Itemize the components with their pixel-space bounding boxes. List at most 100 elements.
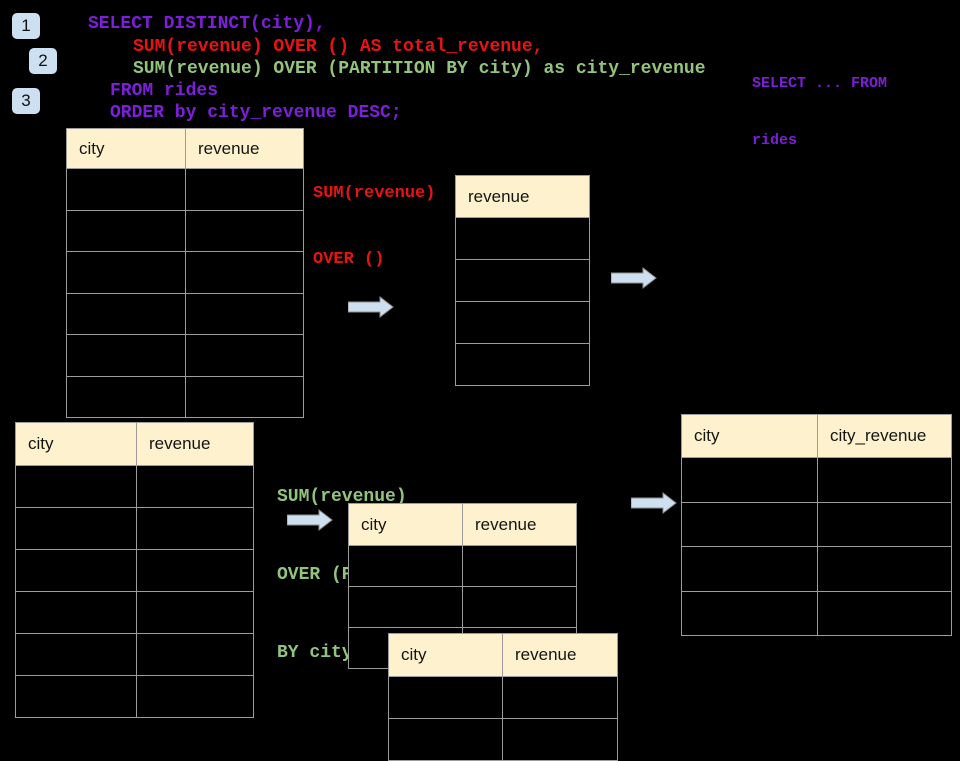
table-cell: [455, 259, 590, 302]
step-badge-2: 2: [29, 48, 57, 74]
column-header-revenue: revenue: [502, 633, 618, 677]
badge-label: 3: [21, 91, 31, 110]
badge-label: 1: [21, 16, 31, 35]
table-row: [66, 292, 304, 335]
table-row: [15, 549, 254, 592]
table-cell: [66, 375, 186, 418]
table-cell: [136, 591, 254, 634]
table-row: [348, 586, 577, 628]
table-cell: [817, 590, 952, 636]
table-cell: [136, 549, 254, 592]
table-cell: [681, 546, 818, 592]
table-source-top: city revenue: [66, 128, 304, 418]
table-cell: [15, 465, 137, 508]
table-cell: [66, 292, 186, 335]
column-header-city: city: [388, 633, 503, 677]
arrow-right-icon: [611, 267, 657, 289]
badge-label: 2: [38, 51, 48, 70]
table-cell: [348, 586, 463, 628]
column-header-city: city: [681, 414, 818, 458]
table-row: [15, 591, 254, 634]
side-note: SELECT ... FROM rides: [752, 36, 887, 169]
table-cell: [15, 591, 137, 634]
table-row: [388, 718, 618, 761]
table-cell: [462, 545, 577, 587]
table-cell: [185, 251, 304, 294]
table-cell: [388, 676, 503, 719]
table-cell: [455, 343, 590, 386]
table-cell: [185, 209, 304, 252]
table-partition-front: city revenue: [388, 633, 618, 761]
table-result-city-revenue: city city_revenue: [681, 414, 952, 636]
table-partition-back: city revenue: [348, 503, 577, 669]
table-row: [681, 457, 952, 503]
table-cell: [817, 457, 952, 503]
table-cell: [136, 507, 254, 550]
table-cell: [15, 549, 137, 592]
sql-line-order-by: ORDER by city_revenue DESC;: [110, 103, 402, 123]
column-header-revenue: revenue: [455, 175, 590, 218]
table-row: [455, 343, 590, 386]
table-total-revenue: revenue: [455, 175, 590, 386]
table-cell: [185, 168, 304, 211]
sql-line-from: FROM rides: [110, 81, 219, 101]
table-cell: [185, 334, 304, 377]
table-cell: [15, 675, 137, 718]
table-row: [66, 334, 304, 377]
column-header-city: city: [348, 503, 463, 546]
column-header-city-revenue: city_revenue: [817, 414, 952, 458]
step-badge-3: 3: [12, 88, 40, 114]
arrow-right-icon: [348, 296, 394, 318]
sql-line-total-revenue: SUM(revenue) OVER () AS total_revenue,: [133, 37, 544, 57]
table-row: [348, 545, 577, 587]
table-cell: [455, 301, 590, 344]
table-cell: [455, 217, 590, 260]
table-cell: [15, 507, 137, 550]
table-source-bottom: city revenue: [15, 422, 254, 718]
table-cell: [185, 375, 304, 418]
annotation-line: OVER (): [313, 250, 385, 269]
sql-line-select: SELECT DISTINCT(city),: [88, 14, 326, 34]
annotation-total-revenue: SUM(revenue) OVER (): [313, 139, 435, 293]
slide-canvas: { "colors": { "background": "#000000", "…: [12, 13, 952, 761]
table-cell: [817, 546, 952, 592]
table-cell: [136, 675, 254, 718]
table-row: [66, 251, 304, 294]
step-badge-1: 1: [12, 13, 40, 39]
column-header-revenue: revenue: [185, 128, 304, 169]
side-note-line: rides: [752, 132, 798, 149]
table-row: [66, 209, 304, 252]
table-cell: [15, 633, 137, 676]
table-cell: [502, 676, 618, 719]
table-row: [681, 501, 952, 547]
table-cell: [681, 457, 818, 503]
table-cell: [136, 633, 254, 676]
table-row: [455, 259, 590, 302]
table-row: [388, 676, 618, 719]
table-cell: [502, 718, 618, 761]
table-cell: [136, 465, 254, 508]
side-note-line: SELECT ... FROM: [752, 75, 888, 92]
column-header-revenue: revenue: [136, 422, 254, 466]
arrow-right-icon: [631, 492, 677, 514]
table-row: [681, 546, 952, 592]
table-row: [15, 675, 254, 718]
table-cell: [66, 209, 186, 252]
table-row: [681, 590, 952, 636]
table-cell: [185, 292, 304, 335]
table-row: [455, 301, 590, 344]
table-row: [66, 375, 304, 418]
table-cell: [462, 586, 577, 628]
annotation-line: SUM(revenue): [277, 487, 407, 507]
sql-line-partition: SUM(revenue) OVER (PARTITION BY city) as…: [133, 59, 706, 79]
arrow-right-icon: [287, 509, 333, 531]
table-cell: [66, 168, 186, 211]
annotation-line: SUM(revenue): [313, 184, 436, 203]
table-cell: [388, 718, 503, 761]
table-cell: [681, 501, 818, 547]
column-header-revenue: revenue: [462, 503, 577, 546]
table-row: [15, 507, 254, 550]
table-row: [455, 217, 590, 260]
column-header-city: city: [66, 128, 186, 169]
table-row: [15, 633, 254, 676]
